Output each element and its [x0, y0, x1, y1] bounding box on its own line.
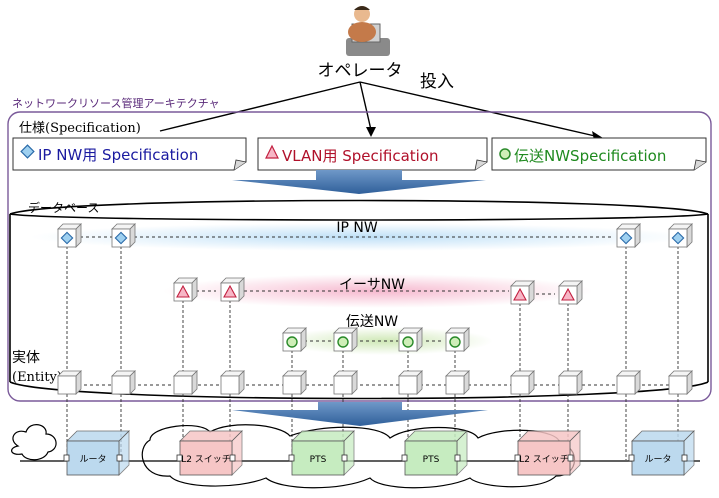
physical-devices: ルータ L2 スイッチ PTS PTS L2 スイッチ ルータ: [63, 430, 695, 476]
spec-card-transport: 伝送NWSpecification: [491, 137, 707, 171]
circle-icon: [337, 336, 349, 348]
device-label: ルータ: [79, 454, 106, 465]
entity-cube: [616, 370, 641, 395]
spec-card-ip: IP NW用 Specification: [12, 137, 247, 171]
device-4: L2 スイッチ: [514, 430, 581, 476]
entity-cube: [282, 370, 307, 395]
spec-section-label: 仕様(Specification): [19, 121, 141, 136]
device-2: PTS: [288, 430, 355, 476]
layer-label-ip: IP NW: [336, 220, 377, 236]
triangle-icon: [561, 287, 575, 301]
device-label: L2 スイッチ: [519, 454, 569, 465]
ip-resource-cube: [616, 223, 641, 248]
database-cylinder: [9, 199, 709, 400]
entity-cube: [220, 370, 245, 395]
diamond-icon: [20, 144, 35, 159]
device-1: L2 スイッチ: [176, 430, 243, 476]
entity-cube: [111, 370, 136, 395]
transport-resource-cube: [333, 327, 358, 352]
entity-cube: [333, 370, 358, 395]
spec-label-ip: IP NW用 Specification: [38, 146, 198, 164]
transport-resource-cube: [282, 327, 307, 352]
operator-label: オペレータ: [318, 61, 403, 81]
entity-cube: [558, 370, 583, 395]
ip-resource-cube: [668, 223, 693, 248]
diamond-icon: [114, 231, 128, 245]
circle-icon: [499, 148, 511, 160]
ether-resource-cube: [220, 277, 245, 302]
entity-cube: [668, 370, 693, 395]
database-label: データベース: [28, 200, 99, 215]
triangle-icon: [265, 144, 279, 159]
resource-cubes: [57, 223, 693, 395]
circle-icon: [402, 336, 414, 348]
device-label: PTS: [310, 455, 327, 465]
entity-cube: [57, 370, 82, 395]
device-label: L2 スイッチ: [181, 454, 231, 465]
diamond-icon: [60, 231, 74, 245]
spec-card-vlan: VLAN用 Specification: [257, 137, 488, 171]
ip-layer-band: [30, 223, 690, 251]
circle-icon: [286, 336, 298, 348]
entity-cube: [445, 370, 470, 395]
entity-cube: [510, 370, 535, 395]
transport-resource-cube: [445, 327, 470, 352]
layer-links: [60, 236, 690, 386]
entity-label: 実体: [12, 350, 40, 366]
device-5: ルータ: [628, 430, 695, 476]
architecture-label: ネットワークリソース管理アーキテクチャ: [12, 96, 220, 110]
layer-label-ether: イーサNW: [339, 277, 405, 293]
triangle-icon: [223, 284, 237, 298]
ip-resource-cube: [111, 223, 136, 248]
circle-icon: [449, 336, 461, 348]
ether-resource-cube: [173, 277, 198, 302]
down-arrow-bottom: [232, 402, 488, 426]
ether-resource-cube: [558, 280, 583, 305]
input-arrows: [159, 81, 596, 137]
transport-resource-cube: [398, 327, 423, 352]
device-label: ルータ: [644, 454, 671, 465]
spec-label-vlan: VLAN用 Specification: [282, 147, 439, 165]
ether-resource-cube: [510, 280, 535, 305]
diamond-icon: [671, 231, 685, 245]
ip-resource-cube: [57, 223, 82, 248]
triangle-icon: [513, 287, 527, 301]
entity-cube: [398, 370, 423, 395]
device-0: ルータ: [63, 430, 130, 476]
spec-label-transport: 伝送NWSpecification: [514, 147, 666, 165]
diamond-icon: [619, 231, 633, 245]
architecture-frame: [7, 111, 712, 402]
device-3: PTS: [401, 430, 468, 476]
entity-sub-label: (Entity): [12, 370, 62, 385]
triangle-icon: [176, 284, 190, 298]
device-label: PTS: [423, 455, 440, 465]
input-label: 投入: [420, 72, 454, 92]
entity-cube: [173, 370, 198, 395]
layer-label-transport: 伝送NW: [346, 314, 398, 330]
operator-icon: [346, 6, 390, 56]
down-arrow-top: [232, 170, 486, 194]
